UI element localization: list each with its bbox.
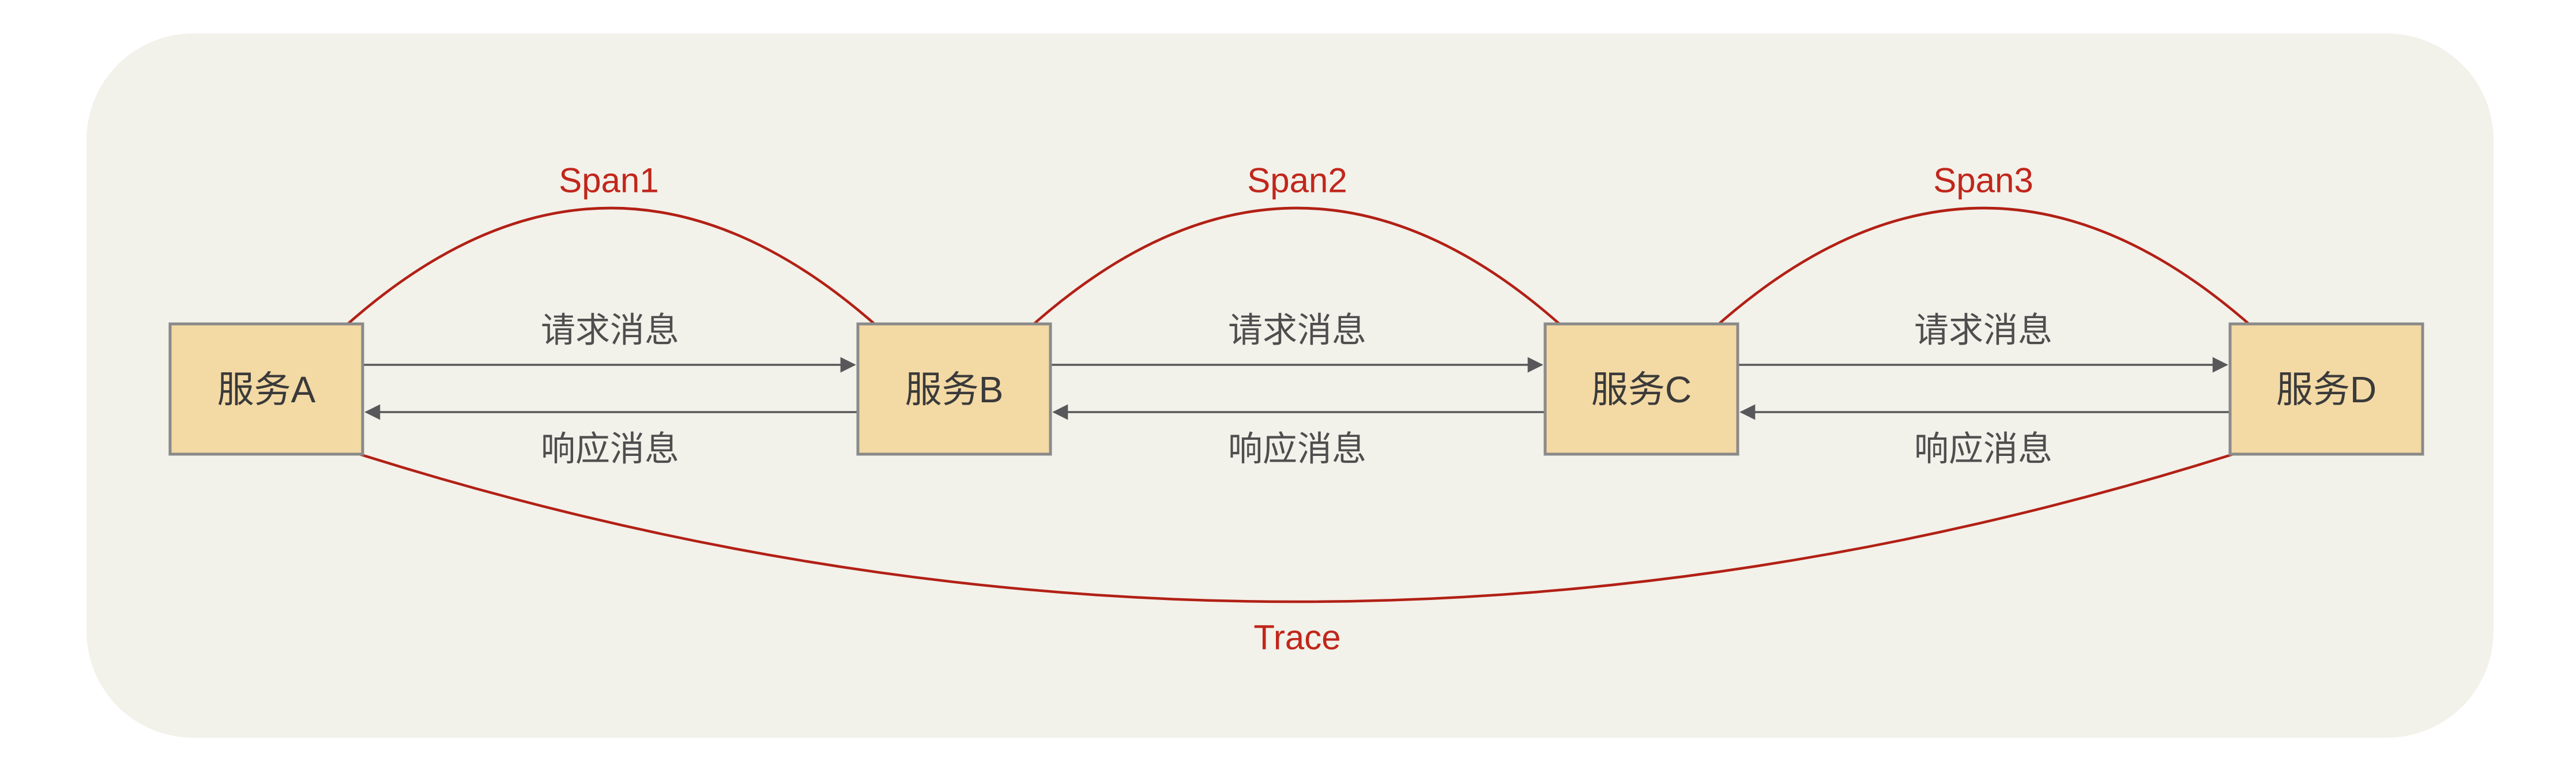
span3-arc: [1711, 206, 2257, 331]
service-node-c: 服务C: [1543, 322, 1739, 456]
service-node-a: 服务A: [168, 322, 364, 456]
response-label-b-a: 响应消息: [541, 430, 679, 469]
response-label-c-b: 响应消息: [1228, 430, 1366, 469]
trace-label: Trace: [1253, 618, 1340, 657]
span1-label: Span1: [559, 161, 659, 200]
service-c-box: [1543, 322, 1739, 456]
service-d-label: 服务D: [2276, 369, 2377, 410]
span1-arc: [340, 206, 882, 331]
request-label-b-c: 请求消息: [1228, 311, 1366, 350]
span2-label: Span2: [1247, 161, 1347, 200]
span2-arc: [1026, 206, 1567, 331]
service-d-box: [2228, 322, 2424, 456]
service-a-box: [168, 322, 364, 456]
service-b-label: 服务B: [905, 369, 1004, 410]
service-node-d: 服务D: [2228, 322, 2424, 456]
request-label-a-b: 请求消息: [541, 311, 679, 350]
request-label-c-d: 请求消息: [1914, 311, 2052, 350]
service-c-label: 服务C: [1591, 369, 1692, 410]
service-node-b: 服务B: [856, 322, 1052, 456]
response-label-d-c: 响应消息: [1914, 430, 2052, 469]
service-b-box: [856, 322, 1052, 456]
trace-arc: [341, 447, 2252, 603]
service-a-label: 服务A: [217, 369, 316, 410]
background-panel: [86, 33, 2494, 738]
span3-label: Span3: [1933, 161, 2033, 200]
